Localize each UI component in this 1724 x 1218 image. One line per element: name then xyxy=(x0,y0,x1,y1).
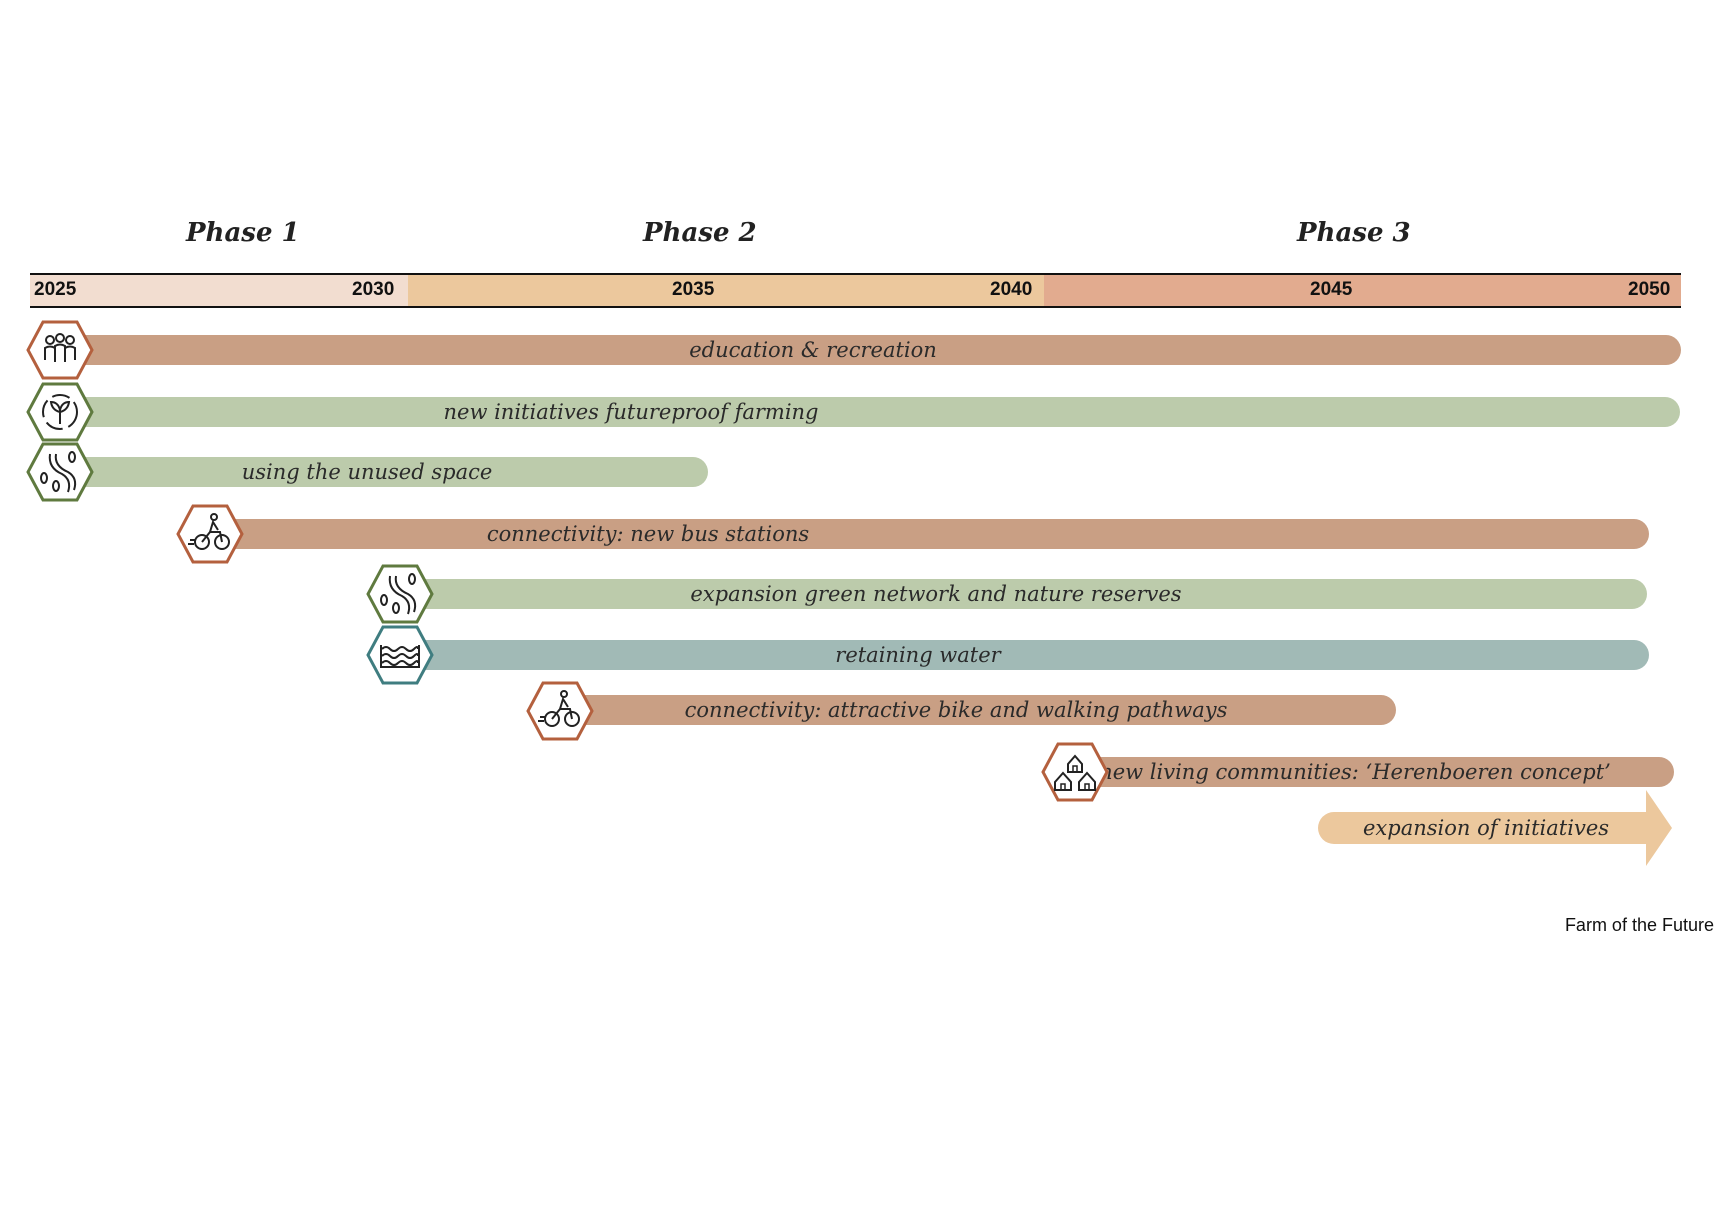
phase-2-title: Phase 2 xyxy=(643,218,757,248)
cyclist-icon xyxy=(526,681,594,741)
label-green-network: expansion green network and nature reser… xyxy=(690,582,1182,606)
bar-retaining-water xyxy=(400,640,1649,670)
axis-segment-2025-2030 xyxy=(30,275,408,306)
people-icon xyxy=(26,320,94,380)
label-bus-stations: connectivity: new bus stations xyxy=(486,522,810,546)
label-retaining-water: retaining water xyxy=(835,643,1001,667)
bar-bus-stations xyxy=(210,519,1649,549)
bar-bike-walking xyxy=(560,695,1396,725)
phase-1-title: Phase 1 xyxy=(186,218,300,248)
arrow-right-icon xyxy=(1318,790,1672,866)
label-bike-walking: connectivity: attractive bike and walkin… xyxy=(684,698,1228,722)
bar-education-recreation xyxy=(60,335,1681,365)
green-path-icon xyxy=(366,564,434,624)
caption: Farm of the Future xyxy=(1564,915,1714,935)
year-2050: 2050 xyxy=(1628,279,1671,300)
year-2025: 2025 xyxy=(34,279,77,300)
axis-segment-2030-2040 xyxy=(408,275,1044,306)
bar-unused-space xyxy=(60,457,708,487)
year-2035: 2035 xyxy=(672,279,715,300)
houses-icon xyxy=(1041,742,1109,802)
axis-segment-2040-2050 xyxy=(1044,275,1681,306)
label-expansion-initiatives: expansion of initiatives xyxy=(1362,816,1610,840)
year-2030: 2030 xyxy=(352,279,395,300)
timeline-axis: 2025 2030 2035 2040 2045 2050 xyxy=(30,273,1681,308)
bar-green-network xyxy=(400,579,1647,609)
phase-3-title: Phase 3 xyxy=(1297,218,1411,248)
label-education-recreation: education & recreation xyxy=(689,338,937,362)
green-path-icon xyxy=(26,442,94,502)
label-unused-space: using the unused space xyxy=(241,460,493,484)
year-2040: 2040 xyxy=(990,279,1033,300)
label-futureproof-farming: new initiatives futureproof farming xyxy=(443,400,819,424)
water-waves-icon xyxy=(366,625,434,685)
label-living-communities: new living communities: ‘Herenboeren con… xyxy=(1099,760,1611,784)
seedling-cycle-icon xyxy=(26,382,94,442)
bar-futureproof-farming xyxy=(60,397,1680,427)
cyclist-icon xyxy=(176,504,244,564)
bar-living-communities xyxy=(1075,757,1674,787)
year-2045: 2045 xyxy=(1310,279,1353,300)
